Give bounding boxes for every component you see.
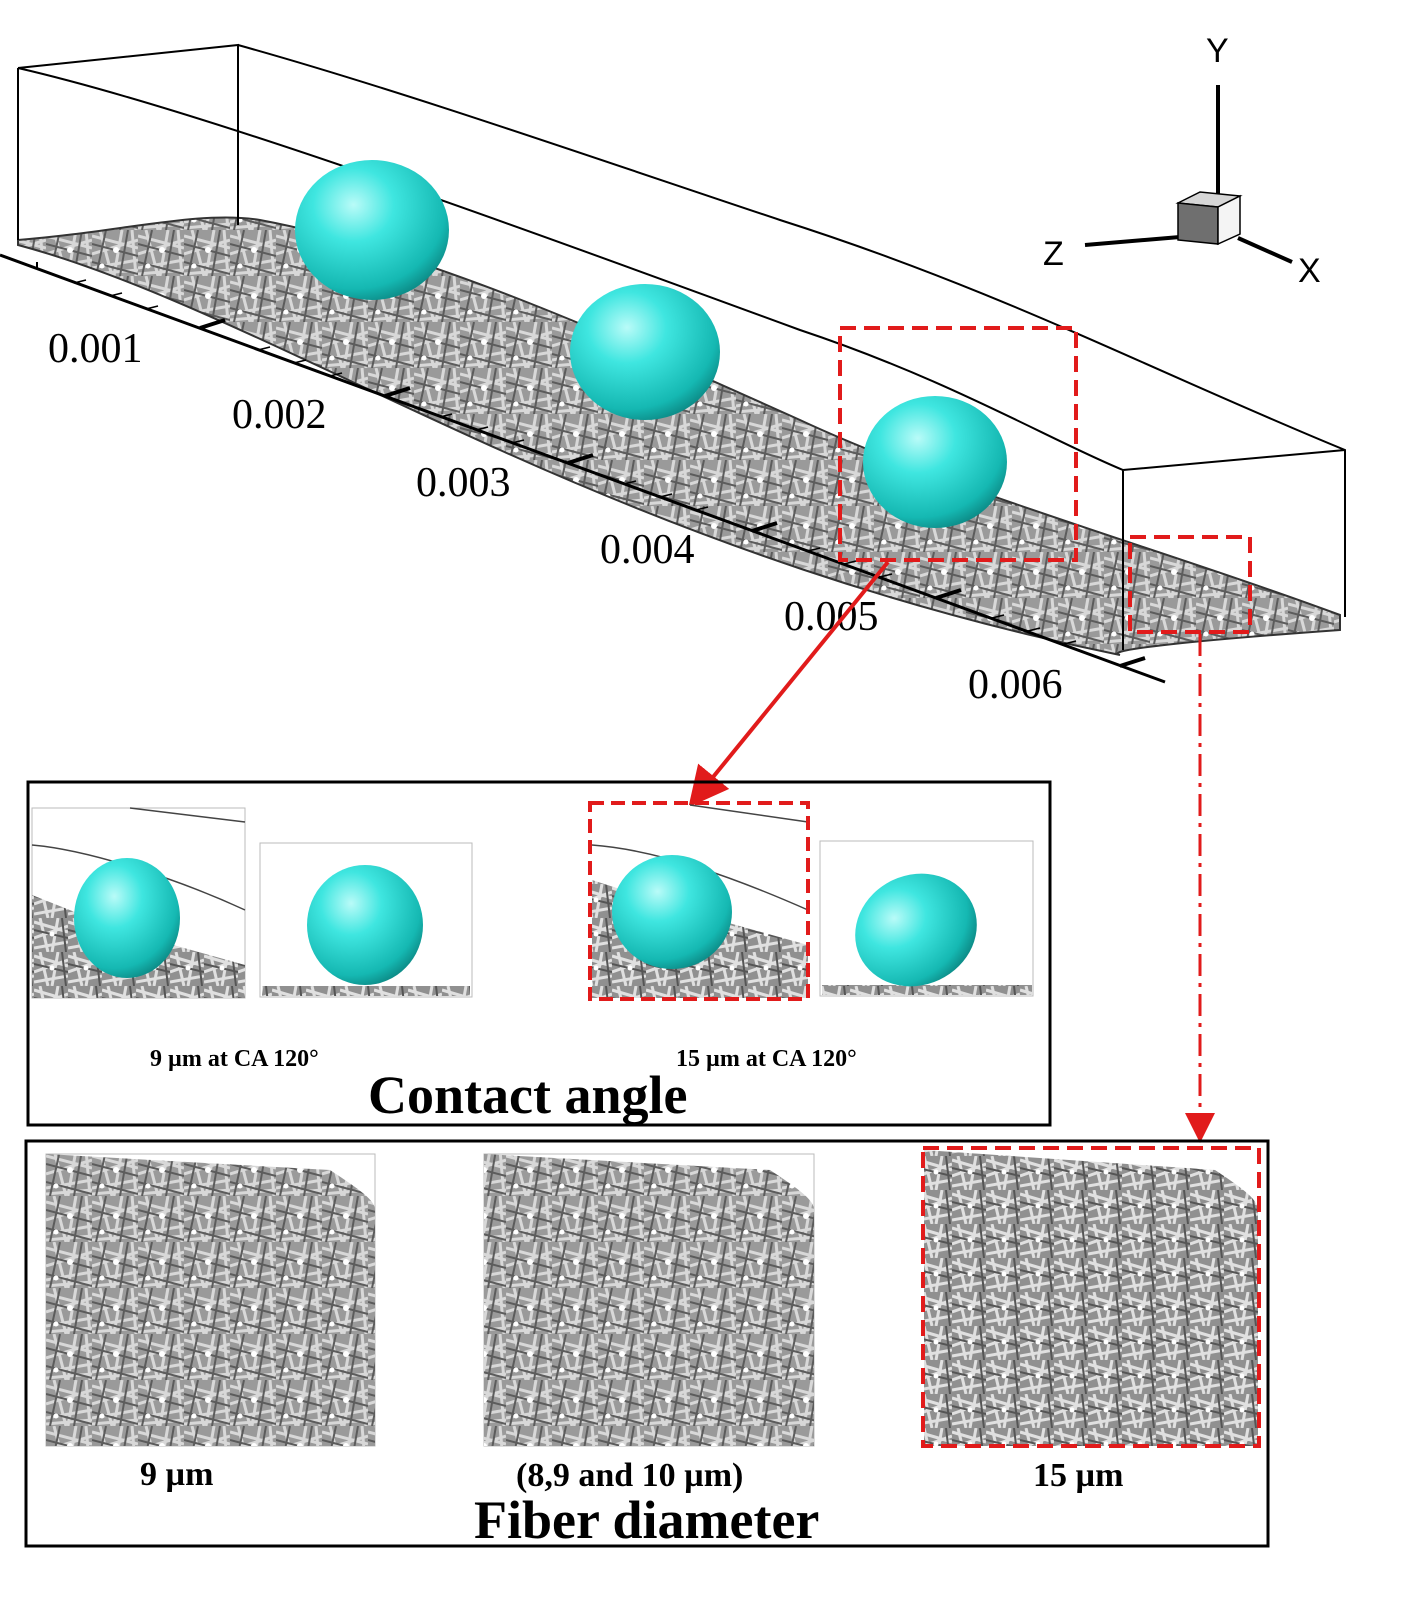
ca-image-9um-side <box>259 842 473 998</box>
fiber-mat-surface <box>17 216 1341 656</box>
contact-angle-title: Contact angle <box>368 1065 687 1125</box>
ca-image-15um-side <box>819 840 1034 997</box>
droplet-3 <box>863 396 1007 528</box>
fiber-caption-15um: 15 µm <box>1033 1457 1123 1494</box>
highlight-box-fiber-15um <box>921 1146 1261 1448</box>
contact-angle-panel: 9 µm at CA 120° 15 µm at CA 120° Contact… <box>26 780 1052 1127</box>
axis-tick-label: 0.001 <box>48 326 143 372</box>
domain-3d: 0.001 0.002 0.003 0.004 0.005 0.006 <box>0 43 1346 708</box>
highlight-box-droplet <box>838 326 1078 562</box>
z-axis-label: Z <box>1043 235 1064 273</box>
arrow-to-contact-angle <box>688 560 890 808</box>
x-axis-label: X <box>1298 252 1321 290</box>
axis-tick-label: 0.006 <box>968 662 1063 708</box>
droplet-2 <box>570 284 720 420</box>
ca-image-15um-3d <box>588 801 810 1001</box>
x-axis <box>0 253 1166 684</box>
ca-caption-15um: 15 µm at CA 120° <box>676 1046 857 1072</box>
fiber-caption-9um: 9 µm <box>140 1456 213 1493</box>
domain-box-outline <box>17 43 1346 650</box>
coordinate-triad: Y Z X <box>1043 32 1321 290</box>
axis-tick-label: 0.003 <box>416 460 511 506</box>
ca-caption-9um: 9 µm at CA 120° <box>150 1046 319 1072</box>
y-axis-label: Y <box>1206 32 1229 70</box>
axis-tick-label: 0.002 <box>232 392 327 438</box>
fiber-image-15um <box>921 1146 1261 1448</box>
droplet-1 <box>295 160 449 300</box>
fiber-diameter-panel: 9 µm (8,9 and 10 µm) 15 µm Fiber diamete… <box>24 1139 1270 1550</box>
highlight-box-ca-15um <box>588 801 810 1001</box>
fiber-image-9um <box>45 1153 376 1447</box>
axis-tick-label: 0.004 <box>600 527 695 573</box>
fiber-diameter-title: Fiber diameter <box>474 1490 819 1550</box>
fiber-caption-8-9-10um: (8,9 and 10 µm) <box>516 1457 743 1494</box>
ca-image-9um-3d <box>31 807 246 999</box>
fiber-image-8-9-10um <box>483 1153 815 1447</box>
highlight-box-fiber <box>1128 535 1252 634</box>
